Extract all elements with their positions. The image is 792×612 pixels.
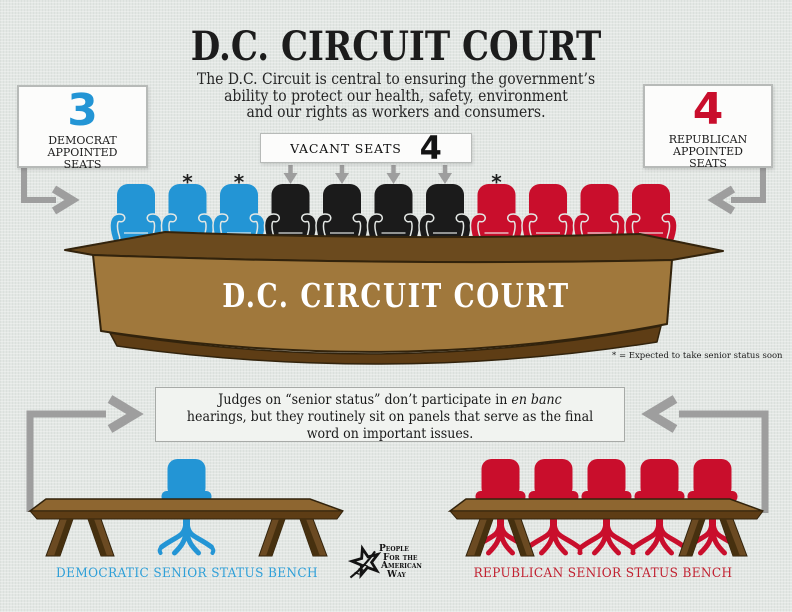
judge-seat-republican [469, 184, 524, 248]
logo-line-2: For the [383, 552, 418, 563]
logo-line-1: People [379, 544, 409, 554]
note-line-2: hearings, but they routinely sit on pane… [186, 409, 594, 426]
judge-seat-democrat [212, 184, 266, 248]
republican-seat-count: 4 [692, 84, 724, 135]
subtitle-line-3: and our rights as workers and consumers. [246, 103, 546, 121]
arrow-republican-seats [707, 168, 766, 215]
vacant-seats-label: VACANT SEATS [290, 140, 402, 156]
bench-title: D.C. CIRCUIT COURT [222, 277, 569, 316]
vacant-seats-box: VACANT SEATS 4 [260, 129, 472, 167]
vacant-arrow [335, 165, 349, 184]
note-text-italic: en banc [511, 392, 562, 408]
subtitle-line-2: ability to protect our health, safety, e… [224, 86, 568, 105]
vacant-arrow [386, 165, 401, 184]
judge-seat-vacant [315, 184, 369, 248]
pfaw-logo-text: People For the American Way [379, 545, 422, 579]
vacant-arrow [283, 165, 298, 184]
judge-seat-vacant [366, 184, 421, 248]
democratic-bench-label: DEMOCRATIC SENIOR STATUS BENCH [56, 566, 318, 581]
logo-line-3: American [381, 561, 422, 571]
republican-seat-label: REPUBLICAN APPOINTED SEATS [668, 133, 748, 170]
republican-bench-label: REPUBLICAN SENIOR STATUS BENCH [473, 566, 733, 581]
senior-status-marker: * [182, 170, 193, 194]
vacant-arrow [438, 165, 452, 184]
senior-status-markers: * * * [182, 170, 502, 194]
senior-status-marker: * [234, 170, 245, 194]
senior-status-note-box: Judges on “senior status” don’t particip… [155, 387, 625, 442]
judge-seat-vacant [418, 184, 472, 248]
senior-status-note-text: Judges on “senior status” don’t particip… [179, 392, 600, 444]
subtitle-line-1: The D.C. Circuit is central to ensuring … [196, 70, 596, 88]
page-title: D.C. CIRCUIT COURT [190, 23, 602, 70]
asterisk-legend: * = Expected to take senior status soon [612, 351, 783, 361]
arrow-democrat-seats [21, 168, 80, 215]
judge-seat-vacant [263, 184, 318, 248]
democrat-seats-box: 3 DEMOCRAT APPOINTED SEATS [17, 85, 148, 171]
republican-seats-box: 4 REPUBLICAN APPOINTED SEATS [643, 84, 773, 170]
pfaw-logo-star-icon [347, 544, 382, 579]
note-line-1: Judges on “senior status” don’t particip… [179, 392, 600, 409]
senior-status-marker: * [491, 170, 502, 194]
vacant-seat-arrows [283, 165, 452, 184]
page-subtitle: The D.C. Circuit is central to ensuring … [40, 71, 753, 121]
democratic-bench-table [27, 498, 344, 557]
note-line-3: word on important issues. [306, 426, 474, 443]
note-text-before: Judges on “senior status” don’t particip… [218, 392, 512, 408]
judge-seat-republican [521, 184, 575, 248]
main-bench: D.C. CIRCUIT COURT [64, 231, 724, 365]
republican-bench-table [447, 498, 764, 557]
democrat-seat-label: DEMOCRAT APPOINTED SEATS [47, 134, 118, 171]
judge-seat-republican [572, 184, 627, 248]
democrat-seat-count: 3 [67, 85, 98, 136]
arrow-republican-bench-to-note [641, 395, 769, 513]
vacant-seats-count: 4 [419, 129, 442, 167]
arrow-democratic-bench-to-note [26, 395, 144, 512]
logo-line-4: Way [387, 569, 406, 580]
